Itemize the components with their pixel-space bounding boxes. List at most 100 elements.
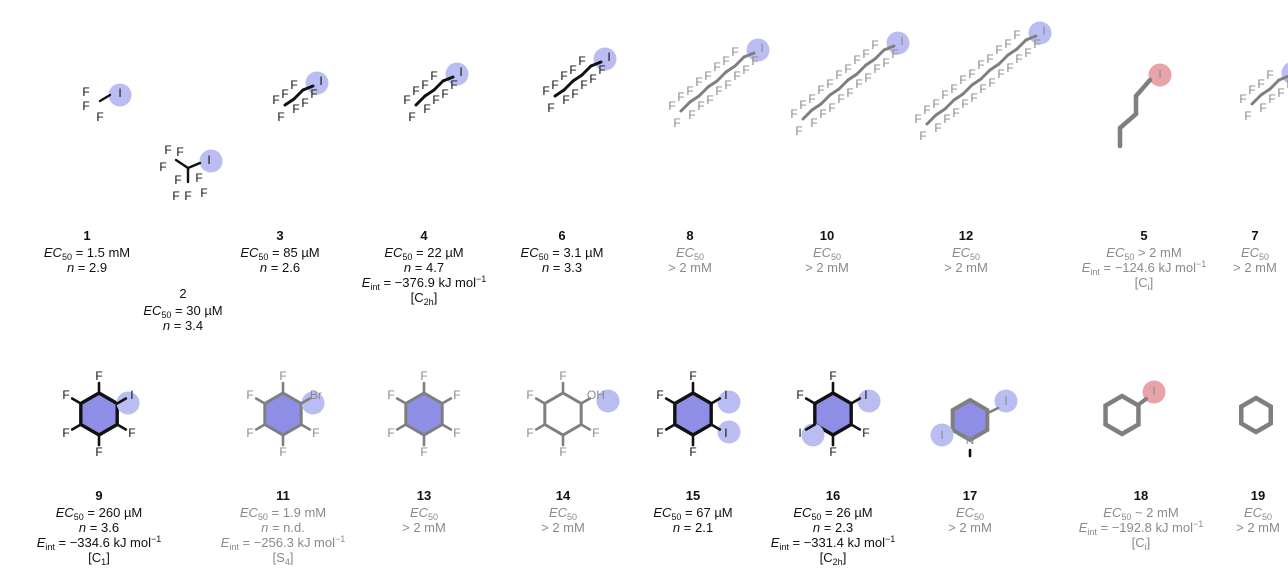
atom-label-F: F [970,91,977,105]
atom-label-F: F [292,102,299,116]
atom-label-F: F [200,186,207,200]
bond [988,62,1001,72]
atom-label-F: F [1277,86,1284,100]
compound-property-line: [Ci] [1131,535,1151,552]
compound-property-line: > 2 mM [805,260,849,275]
atom-label-F: F [829,445,836,459]
atom-label-F: F [688,108,695,122]
atom-label-F: F [697,99,704,113]
bond [1259,87,1272,97]
atom-label-F: F [412,84,419,98]
atom-label-F: F [799,98,806,112]
halogen-bond-site [886,31,910,55]
compound-property-line: EC50 = 1.9 mM [239,505,327,522]
bond [395,423,408,431]
atom-label-F: F [704,69,711,83]
atom-label-F: F [686,84,693,98]
atom-label-F: F [751,54,758,68]
compound-number: 5 [1140,228,1148,243]
bond [828,87,841,97]
atom-label-F: F [722,54,729,68]
compound-property-line: [C1] [88,550,110,567]
atom-label-F: F [290,78,297,92]
halogen-bond-site [994,389,1018,413]
bond [715,70,728,83]
bond [1250,93,1263,106]
atom-label-F: F [95,369,102,383]
compound-number: 18 [1133,488,1149,503]
atom-label-F: F [421,78,428,92]
atom-label-F: F [1257,77,1264,91]
atom-label-F: F [159,160,166,174]
atom-label-F: F [656,388,663,402]
halogen-bond-site [930,423,954,447]
atom-label-F: F [195,171,202,185]
atom-label-I: I [760,41,763,55]
compound-property-line: n = 2.9 [66,260,108,275]
atom-label-F: F [453,388,460,402]
atom-label-F: F [988,76,995,90]
halogen-bond-site [301,391,325,415]
halogen-bond-site [596,389,620,413]
bond [115,423,128,431]
compound-property-line: n = 4.7 [403,260,445,275]
atom-label-F: F [82,85,89,99]
compound-number: 3 [276,228,284,243]
bond [174,158,190,170]
atom-label-F: F [689,369,696,383]
aromatic-ring [543,391,583,437]
atom-label-F: F [997,67,1004,81]
bond [70,397,83,405]
bond [742,51,756,59]
atom-label-F: F [542,84,549,98]
bond [1136,397,1148,407]
bond [849,397,862,405]
compound-property-line: Eint = −192.8 kJ mol−1 [1078,519,1204,537]
atom-label-F: F [1004,37,1011,51]
bond [254,423,267,431]
bond [804,423,817,431]
bond [1117,111,1139,131]
atom-label-F: F [281,87,288,101]
atom-label-F: F [733,69,740,83]
bond [846,72,859,82]
atom-label-F: F [790,107,797,121]
halogen-bond-site [108,83,132,107]
compound-number: 1 [83,228,91,243]
atom-label-F: F [1239,92,1246,106]
compound-property-line: > 2 mM [1233,260,1277,275]
atom-label-F: F [862,47,869,61]
compound-property-line: > 2 mM [948,520,992,535]
atom-label-F: F [979,82,986,96]
atom-label-F: F [95,445,102,459]
bond [997,53,1010,66]
bond [943,98,956,111]
compound-property-line: EC50 [1240,245,1270,262]
atom-label-F: F [408,110,415,124]
atom-label-F: F [828,101,835,115]
atom-label-F: F [810,116,817,130]
bond [849,423,862,431]
compound-property-line: Eint = −256.3 kJ mol−1 [220,534,346,552]
bond [1006,47,1019,57]
atom-label-F: F [551,78,558,92]
aromatic-ring [79,391,119,437]
atom-label-F: F [403,93,410,107]
atom-label-F: F [598,63,605,77]
atom-label-F: F [891,47,898,61]
compound-property-line: EC50 = 85 µM [240,245,320,262]
bond [562,79,575,92]
bond [925,113,938,126]
atom-label-F: F [301,96,308,110]
bond [988,406,1000,414]
